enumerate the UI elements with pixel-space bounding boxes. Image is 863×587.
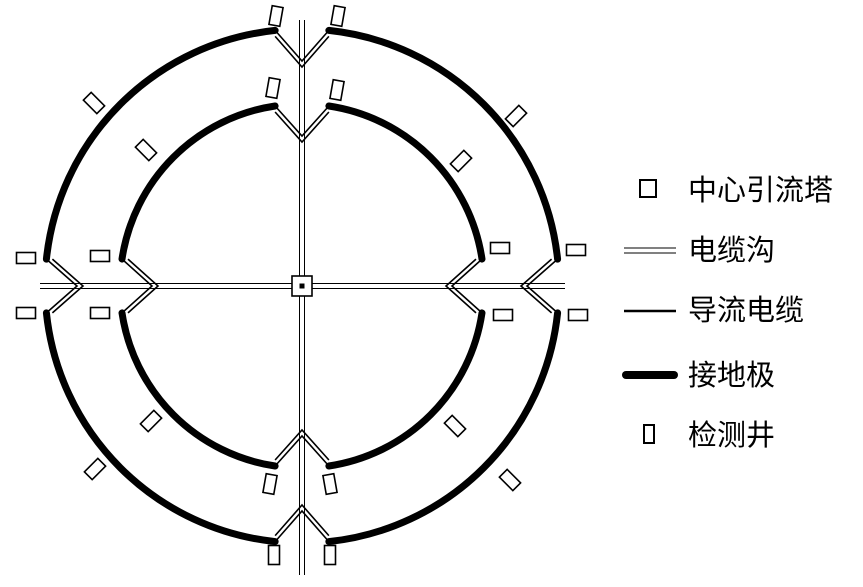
inspection-wells	[15, 4, 589, 566]
electrode-rings	[42, 26, 562, 546]
legend-item-cable: 导流电缆	[620, 290, 860, 330]
electrode-symbol-icon	[622, 371, 678, 379]
grounding-electrode-diagram	[15, 4, 589, 575]
inner-guide-cable-270-1	[274, 111, 330, 144]
outer-guide-cable-90-1	[274, 503, 330, 537]
inspection-well-20	[139, 409, 163, 433]
inspection-well-23	[322, 472, 338, 496]
cable-symbol-icon	[624, 309, 676, 313]
inspection-well-19	[492, 308, 514, 322]
inner-electrode-arc-0	[325, 309, 486, 470]
outer-guide-cable-180-0	[45, 258, 79, 314]
tower-symbol-icon	[639, 179, 657, 198]
inspection-well-14	[134, 138, 158, 162]
inspection-well-4	[15, 251, 37, 265]
inner-guide-cable-0-1	[444, 258, 477, 314]
central-tower-core	[299, 283, 305, 289]
outer-guide-cable-0-0	[525, 258, 559, 314]
well-symbol-icon	[643, 424, 655, 444]
outer-guide-cable-90-0	[274, 509, 330, 543]
inspection-well-21	[443, 414, 467, 438]
inspection-well-16	[89, 249, 111, 263]
legend-label-electrode: 接地极	[688, 358, 776, 392]
inspection-well-3	[504, 104, 528, 128]
legend-label-cable: 导流电缆	[688, 293, 805, 327]
legend-item-well: 检测井	[620, 415, 860, 455]
outer-electrode-arc-1	[42, 309, 279, 546]
inspection-well-5	[565, 243, 587, 257]
inner-guide-cable-90-0	[274, 434, 330, 467]
inspection-well-12	[265, 76, 281, 100]
inner-electrode-arc-2	[118, 102, 279, 263]
inner-guide-cable-270-0	[274, 105, 330, 138]
outer-guide-cable-270-0	[274, 29, 330, 63]
inspection-well-13	[329, 78, 345, 102]
inspection-well-10	[267, 544, 281, 566]
inner-guide-cable-180-1	[127, 258, 160, 314]
outer-electrode-arc-2	[42, 26, 279, 263]
inspection-well-9	[498, 468, 522, 492]
inspection-well-0	[268, 4, 284, 28]
legend-item-trench: 电缆沟	[620, 230, 860, 270]
legend-label-trench: 电缆沟	[688, 233, 776, 267]
inner-electrode-arc-3	[325, 102, 486, 263]
inner-electrode-arc-1	[118, 309, 279, 470]
inspection-well-17	[489, 241, 511, 255]
inspection-well-22	[262, 472, 278, 496]
legend-item-electrode: 接地极	[620, 355, 860, 395]
outer-guide-cable-0-1	[519, 258, 553, 314]
outer-guide-cable-180-1	[51, 258, 85, 314]
inspection-well-6	[15, 306, 37, 320]
inner-guide-cable-90-1	[274, 428, 330, 461]
central-tower	[291, 275, 313, 297]
legend-label-tower: 中心引流塔	[688, 173, 834, 207]
inspection-well-7	[567, 308, 589, 322]
inner-guide-cable-0-0	[450, 258, 483, 314]
inspection-well-11	[323, 544, 337, 566]
outer-electrode-arc-0	[325, 309, 562, 546]
inner-guide-cable-180-0	[121, 258, 154, 314]
inspection-well-2	[82, 91, 106, 115]
trench-symbol-icon	[624, 247, 676, 254]
legend-item-tower: 中心引流塔	[620, 170, 860, 210]
inspection-well-8	[83, 457, 107, 481]
inspection-well-15	[449, 149, 473, 173]
legend-label-well: 检测井	[688, 418, 776, 452]
inspection-well-1	[330, 4, 346, 28]
outer-electrode-arc-3	[325, 26, 562, 263]
outer-guide-cable-270-1	[274, 35, 330, 69]
inspection-well-18	[89, 306, 111, 320]
guide-cables	[45, 29, 559, 543]
